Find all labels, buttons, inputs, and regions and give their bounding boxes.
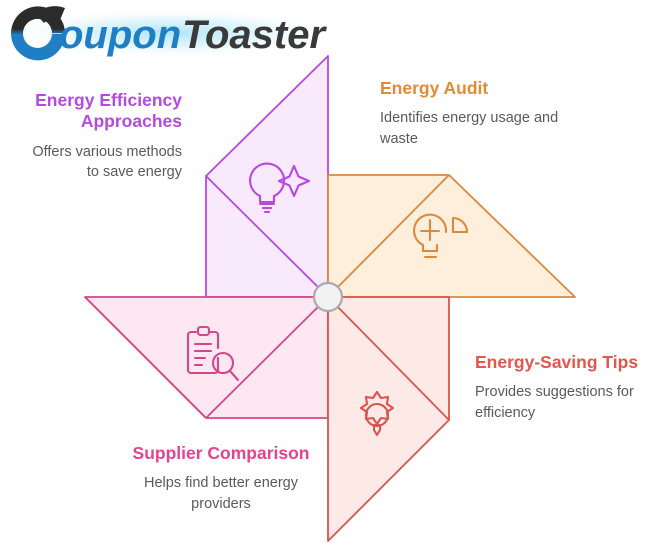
label-energy-saving-tips: Energy-Saving Tips Provides suggestions … (475, 352, 640, 424)
blade-efficiency-fold (205, 175, 329, 298)
label-supplier-description: Helps find better energy providers (144, 475, 298, 512)
lightbulb-piechart-icon (413, 213, 469, 259)
blade-supplier-fold (84, 296, 207, 419)
label-energy-efficiency-approaches: Energy Efficiency Approaches Offers vari… (30, 90, 182, 183)
label-tips-heading: Energy-Saving Tips (475, 352, 639, 372)
blade-efficiency[interactable] (205, 55, 329, 298)
blade-supplier-fill (84, 296, 329, 419)
coupontoaster-logo: oupon Toaster (10, 2, 340, 64)
label-supplier-comparison: Supplier Comparison Helps find better en… (128, 443, 314, 515)
label-supplier-heading: Supplier Comparison (132, 443, 310, 463)
lightbulb-gear-icon (359, 390, 395, 437)
logo-c-mark (11, 6, 65, 61)
blade-audit[interactable] (327, 174, 576, 298)
logo-glow (10, 8, 338, 58)
label-efficiency-heading: Energy Efficiency Approaches (35, 90, 182, 132)
label-efficiency-description: Offers various methods to save energy (32, 143, 182, 181)
pinwheel-hub[interactable] (312, 281, 344, 313)
label-energy-audit: Energy Audit Identifies energy usage and… (380, 78, 580, 150)
clipboard-search-icon (186, 325, 240, 382)
blade-audit-fold (327, 174, 450, 298)
blade-supplier-fold2 (205, 296, 329, 419)
label-audit-description: Identifies energy usage and waste (380, 110, 559, 147)
label-audit-heading: Energy Audit (380, 78, 489, 98)
blade-tips-fold (327, 296, 450, 421)
lightbulb-sparkle-icon (249, 162, 311, 214)
blade-tips[interactable] (327, 296, 450, 542)
blade-supplier[interactable] (84, 296, 329, 419)
label-tips-description: Provides suggestions for efficiency (475, 384, 634, 421)
blade-audit-fill (327, 174, 576, 298)
logo-wordmark-toaster: Toaster (182, 13, 327, 57)
blade-efficiency-shape (205, 55, 329, 298)
logo-wordmark-oupon: oupon (59, 13, 181, 57)
